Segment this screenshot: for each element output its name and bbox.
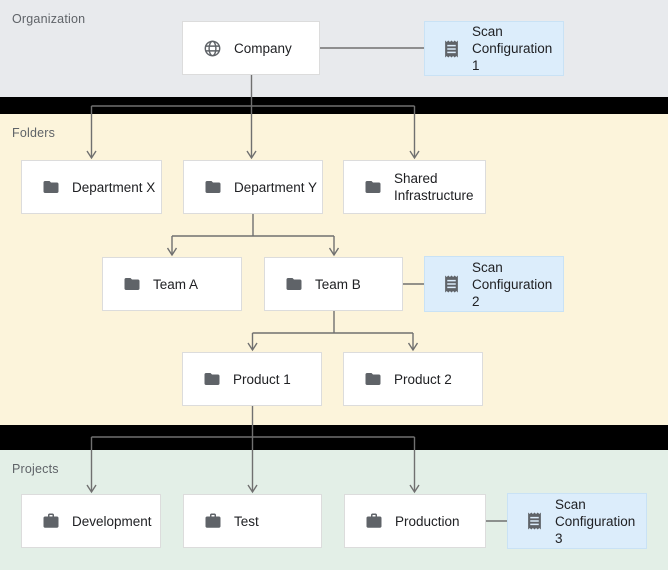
node-company: Company [182, 21, 320, 75]
node-shared-infrastructure: Shared Infrastructure [343, 160, 486, 214]
node-label: Product 1 [233, 371, 291, 387]
node-team-a: Team A [102, 257, 242, 311]
node-label: Scan Configuration 2 [472, 259, 553, 309]
arrowheads [86, 150, 420, 494]
node-scan-configuration-1: Scan Configuration 1 [424, 21, 564, 76]
folder-icon [285, 275, 303, 293]
node-label: Scan Configuration 3 [555, 496, 636, 546]
briefcase-icon [42, 512, 60, 530]
receipt-icon [526, 511, 543, 531]
folder-icon [123, 275, 141, 293]
node-label: Company [234, 40, 292, 56]
folder-icon [364, 178, 382, 196]
node-label: Production [395, 513, 460, 529]
node-label: Development [72, 513, 152, 529]
node-label: Department Y [234, 179, 318, 195]
folder-icon [203, 370, 221, 388]
node-product-2: Product 2 [343, 352, 483, 406]
projects-band-label: Projects [12, 462, 59, 476]
briefcase-icon [204, 512, 222, 530]
node-development: Development [21, 494, 161, 548]
node-scan-configuration-3: Scan Configuration 3 [507, 493, 647, 549]
folder-icon [204, 178, 222, 196]
node-team-b: Team B [264, 257, 403, 311]
node-scan-configuration-2: Scan Configuration 2 [424, 256, 564, 312]
node-label: Department X [72, 179, 156, 195]
briefcase-icon [365, 512, 383, 530]
receipt-icon [443, 39, 460, 59]
node-label: Team B [315, 276, 361, 292]
node-product-1: Product 1 [182, 352, 322, 406]
folder-icon [42, 178, 60, 196]
node-department-x: Department X [21, 160, 162, 214]
node-label: Test [234, 513, 259, 529]
node-label: Team A [153, 276, 199, 292]
node-label: Product 2 [394, 371, 452, 387]
organization-band-label: Organization [12, 12, 86, 26]
folders-band-label: Folders [12, 126, 56, 140]
node-department-y: Department Y [183, 160, 323, 214]
receipt-icon [443, 274, 460, 294]
node-production: Production [344, 494, 486, 548]
node-label: Scan Configuration 1 [472, 24, 553, 73]
node-test: Test [183, 494, 322, 548]
globe-icon [203, 39, 222, 58]
folder-icon [364, 370, 382, 388]
node-label: Shared Infrastructure [394, 171, 474, 203]
